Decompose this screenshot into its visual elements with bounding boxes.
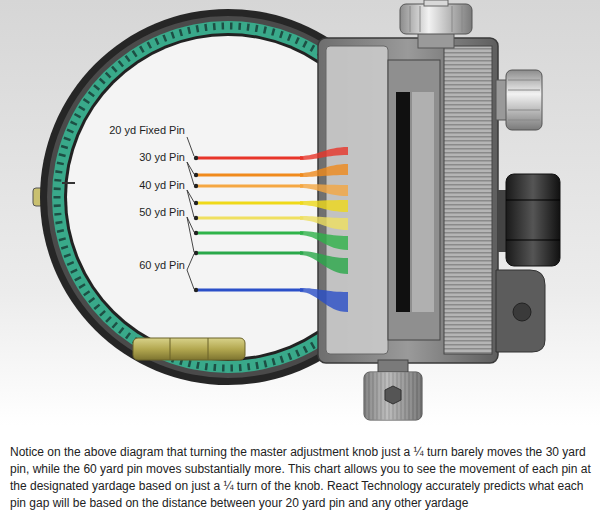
pin-label: 40 yd Pin (139, 179, 185, 192)
caption-text: Notice on the above diagram that turning… (10, 444, 592, 512)
pin-label: 20 yd Fixed Pin (109, 124, 185, 137)
pin-label: 60 yd Pin (139, 259, 185, 272)
pin-label: 50 yd Pin (139, 206, 185, 219)
pin-label: 30 yd Pin (139, 151, 185, 164)
